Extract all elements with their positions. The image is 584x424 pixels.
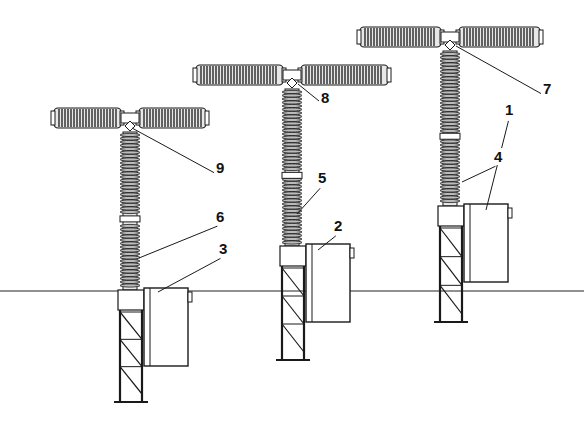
leader-line [456,46,545,96]
leader-line [132,128,218,175]
mechanism-housing [118,290,144,310]
callout-number: 9 [214,159,226,176]
control-cabinet [144,288,188,366]
callout-number: 3 [217,240,229,257]
callout-number: 1 [503,101,515,118]
callout-number: 2 [332,217,344,234]
leader-line [158,258,221,292]
callout-number: 4 [492,148,504,165]
callout-number: 8 [319,89,331,106]
horizontal-insulator [301,65,388,85]
ground-line [0,291,584,292]
leader-line [486,121,508,210]
horizontal-insulator [54,108,121,128]
support-leg [119,310,121,402]
leader-line [462,166,495,182]
leader-line [297,188,320,214]
leader-line [318,236,336,250]
disconnector-pole [51,108,209,402]
horizontal-insulator [360,27,441,47]
support-leg [141,310,143,402]
callout-number: 5 [316,169,328,186]
horizontal-insulator [139,108,206,128]
mechanism-housing [438,206,464,226]
control-cabinet [306,244,350,322]
horizontal-insulator [459,27,540,47]
callout-number: 6 [214,208,226,225]
leader-line [139,226,217,258]
support-leg [281,266,283,360]
callout-number: 7 [541,80,553,97]
disconnector-pole [193,65,391,360]
disconnector-pole [357,27,543,322]
support-leg [439,226,441,322]
support-leg [461,226,463,322]
support-leg [303,266,305,360]
control-cabinet [464,204,508,282]
mechanism-housing [280,246,306,266]
horizontal-insulator [196,65,283,85]
